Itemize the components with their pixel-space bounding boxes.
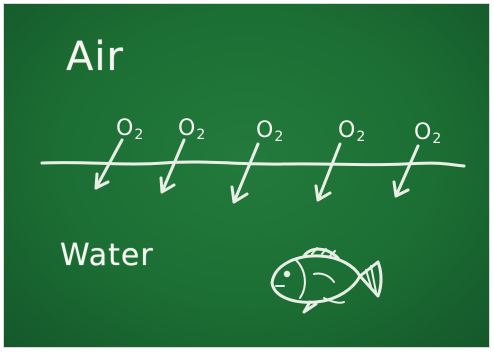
arrow-1: [94, 138, 124, 190]
o2-symbol: O: [116, 116, 134, 141]
fish-eye-icon: [283, 270, 291, 278]
chalk-drawing: [40, 138, 466, 314]
o2-molecule-1: O2: [116, 118, 143, 146]
fish-icon: [270, 247, 383, 314]
o2-molecule-4: O2: [338, 120, 365, 148]
o2-molecule-2: O2: [178, 118, 205, 146]
o2-molecule-3: O2: [256, 120, 283, 148]
o2-molecule-5: O2: [414, 122, 441, 150]
arrow-3: [230, 142, 260, 204]
o2-subscript: 2: [356, 129, 366, 145]
o2-symbol: O: [414, 120, 432, 145]
arrow-2: [159, 138, 186, 194]
o2-subscript: 2: [432, 131, 442, 147]
water-surface-line: [40, 160, 466, 168]
o2-symbol: O: [178, 116, 196, 141]
label-air: Air: [66, 34, 124, 80]
o2-subscript: 2: [274, 129, 284, 145]
o2-subscript: 2: [196, 127, 206, 143]
chalkboard: Air Water O2 O2 O2 O2 O2: [3, 3, 490, 348]
o2-symbol: O: [256, 118, 274, 143]
label-water: Water: [60, 238, 154, 273]
arrow-5: [392, 144, 420, 198]
o2-symbol: O: [338, 118, 356, 143]
arrow-4: [314, 142, 342, 202]
o2-subscript: 2: [134, 127, 144, 143]
